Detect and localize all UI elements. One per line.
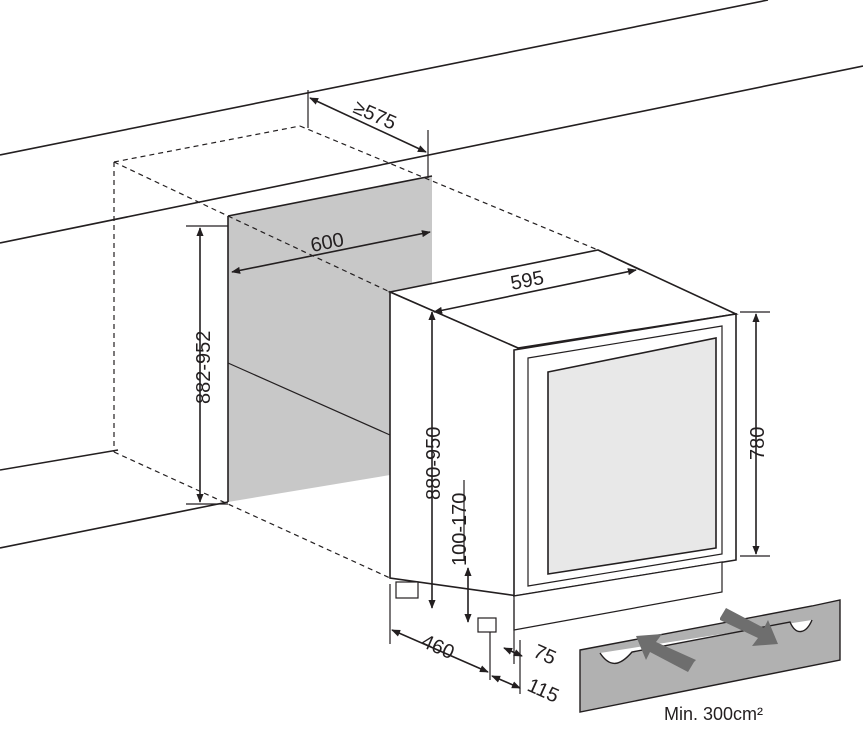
label-plinth-setback: 75 [530,640,559,669]
label-plinth-depth: 115 [524,674,562,707]
niche-dashed-outline [113,125,599,579]
ventilation-grille [579,599,841,713]
label-appliance-height: 880-950 [423,427,445,500]
cooler-door-frame [527,325,723,587]
vent-plinth [579,599,841,713]
label-niche-height: 882-952 [193,331,215,404]
cooler-glass [547,337,717,575]
ventilation-note: Min. 300cm² [664,704,763,724]
airflow-in-arrow [636,634,696,672]
wine-cooler [387,249,739,633]
countertop-lines [0,0,863,549]
label-foot-depth: 460 [418,630,457,664]
dimension-lines [186,90,770,694]
airflow-out-arrow [720,608,778,646]
cooler-foot-rear [477,617,497,633]
label-door-height: 780 [747,427,769,460]
label-plinth-height: 100-170 [449,493,471,566]
cooler-foot-front [395,581,419,599]
